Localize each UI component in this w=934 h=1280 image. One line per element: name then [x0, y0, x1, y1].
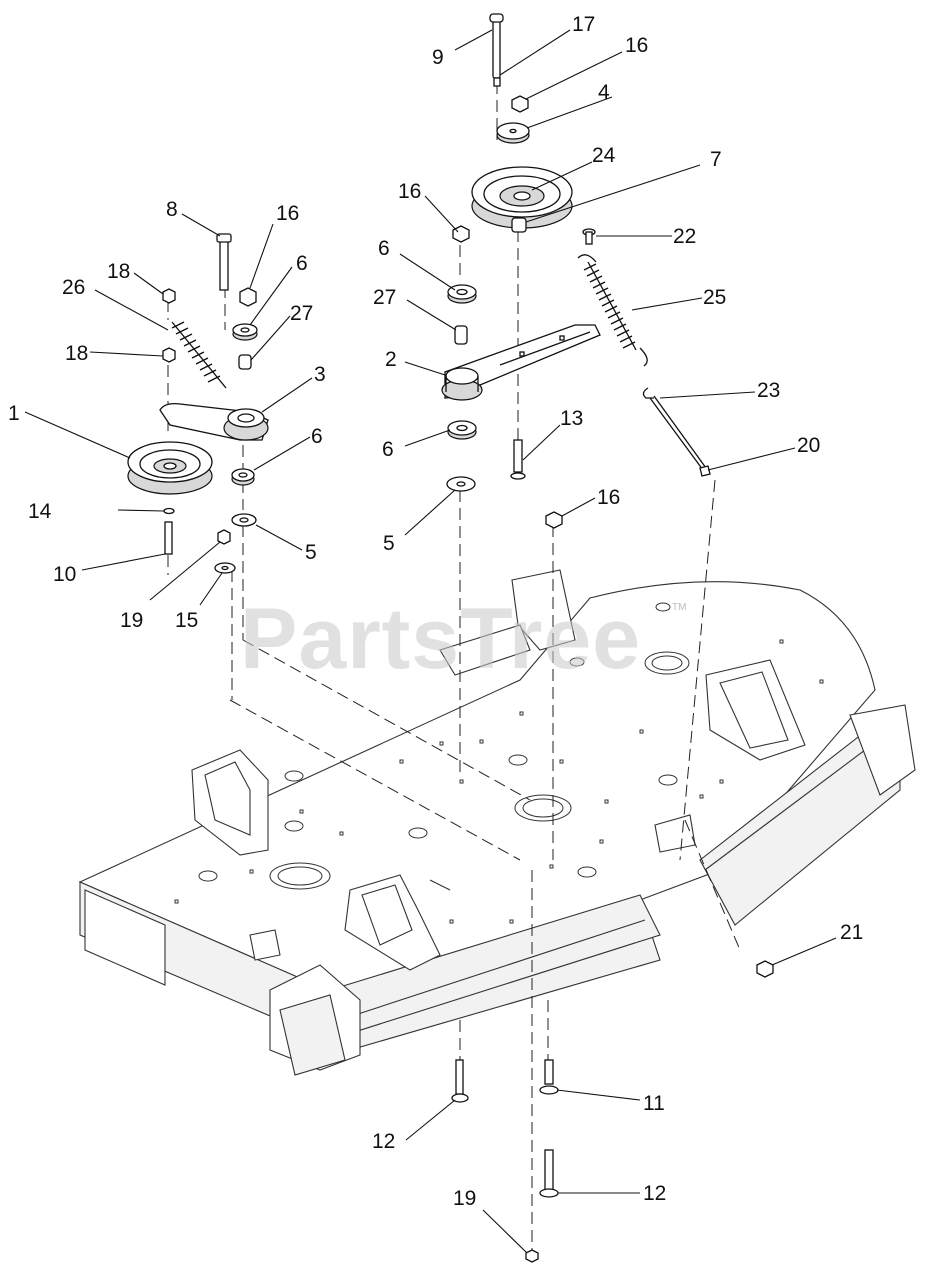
callout-2: 2: [385, 348, 397, 371]
callout-8: 8: [166, 198, 178, 221]
callout-27: 27: [373, 286, 396, 309]
callout-19: 19: [120, 609, 143, 632]
callout-3: 3: [314, 363, 326, 386]
callout-10: 10: [53, 563, 76, 586]
watermark-text: PartsTree: [240, 591, 641, 687]
callout-9: 9: [432, 46, 444, 69]
callout-11: 11: [643, 1092, 665, 1115]
mower-deck: [78, 569, 916, 1076]
callout-1: 1: [8, 402, 20, 425]
callout-23: 23: [757, 379, 780, 402]
callout-26: 26: [62, 276, 85, 299]
callout-20: 20: [797, 434, 820, 457]
callout-6: 6: [296, 252, 308, 275]
callout-5: 5: [305, 541, 317, 564]
callout-12: 12: [643, 1182, 666, 1205]
callout-14: 14: [28, 500, 52, 523]
watermark: PartsTree TM: [240, 591, 686, 687]
callout-24: 24: [592, 144, 616, 167]
callout-6: 6: [311, 425, 323, 448]
callout-25: 25: [703, 286, 726, 309]
callout-15: 15: [175, 609, 198, 632]
callout-16: 16: [398, 180, 421, 203]
callout-5: 5: [383, 532, 395, 555]
left-idler-assembly: [127, 233, 269, 574]
callout-22: 22: [673, 225, 696, 248]
callout-16: 16: [625, 34, 648, 57]
callout-13: 13: [560, 407, 583, 430]
callout-19: 19: [453, 1187, 476, 1210]
callout-17: 17: [572, 13, 595, 36]
callout-27: 27: [290, 302, 313, 325]
callout-6: 6: [382, 438, 394, 461]
callout-18: 18: [65, 342, 88, 365]
callout-12: 12: [372, 1130, 395, 1153]
callout-16: 16: [597, 486, 620, 509]
callout-labels: 9 17 16 4 24 7 16 22 6 27 25 2 23 13 6 2…: [8, 13, 863, 1210]
callout-18: 18: [107, 260, 130, 283]
watermark-trademark: TM: [672, 602, 686, 613]
callout-21: 21: [840, 921, 863, 944]
leader-lines: [24, 29, 837, 1254]
callout-6: 6: [378, 237, 390, 260]
callout-4: 4: [598, 81, 610, 104]
callout-7: 7: [710, 148, 722, 171]
callout-16: 16: [276, 202, 299, 225]
right-idler-assembly: [441, 13, 774, 1263]
